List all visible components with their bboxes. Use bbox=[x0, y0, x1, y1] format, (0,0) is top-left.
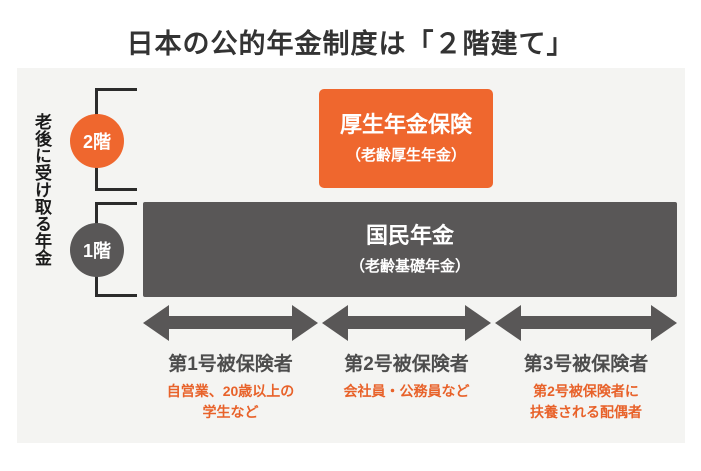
category-3-section: 第3号被保険者 第2号被保険者に 扶養される配偶者 bbox=[495, 305, 677, 423]
category-3-desc-line-2: 扶養される配偶者 bbox=[530, 404, 642, 420]
diagram-panel: 老後に受け取る年金 2階 1階 厚生年金保険 （老齢厚生年金） 国民年金 （老齢… bbox=[17, 68, 685, 443]
arrow-bar bbox=[161, 316, 300, 329]
category-1-description: 自営業、20歳以上の 学生など bbox=[167, 381, 295, 423]
category-3-description: 第2号被保険者に 扶養される配偶者 bbox=[530, 381, 642, 423]
category-1-desc-line-1: 自営業、20歳以上の bbox=[166, 383, 295, 399]
category-1-section: 第1号被保険者 自営業、20歳以上の 学生など bbox=[143, 305, 318, 423]
employee-pension-subtitle: （老齢厚生年金） bbox=[345, 147, 466, 165]
arrow-right-head-icon bbox=[292, 305, 318, 341]
employee-pension-title: 厚生年金保険 bbox=[339, 111, 472, 137]
national-pension-title: 国民年金 bbox=[365, 222, 454, 248]
arrow-bar bbox=[340, 316, 473, 329]
second-floor-badge: 2階 bbox=[70, 114, 124, 168]
double-arrow-icon bbox=[322, 305, 491, 341]
category-1-desc-line-2: 学生など bbox=[202, 404, 259, 420]
category-2-label: 第2号被保険者 bbox=[344, 354, 469, 375]
page-title: 日本の公的年金制度は「２階建て」 bbox=[126, 29, 575, 59]
arrow-bar bbox=[513, 316, 659, 329]
category-1-label: 第1号被保険者 bbox=[168, 354, 293, 375]
category-2-desc-line-1: 会社員・公務員など bbox=[343, 383, 470, 399]
arrow-right-head-icon bbox=[651, 305, 677, 341]
category-2-description: 会社員・公務員など bbox=[344, 381, 470, 402]
first-floor-badge: 1階 bbox=[70, 223, 124, 277]
side-axis-label: 老後に受け取る年金 bbox=[32, 113, 51, 266]
national-pension-box: 国民年金 （老齢基礎年金） bbox=[143, 202, 677, 297]
arrow-right-head-icon bbox=[465, 305, 491, 341]
double-arrow-icon bbox=[495, 305, 677, 341]
national-pension-subtitle: （老齢基礎年金） bbox=[349, 258, 470, 276]
category-2-section: 第2号被保険者 会社員・公務員など bbox=[322, 305, 491, 402]
employee-pension-box: 厚生年金保険 （老齢厚生年金） bbox=[319, 89, 493, 188]
double-arrow-icon bbox=[143, 305, 318, 341]
category-3-desc-line-1: 第2号被保険者に bbox=[533, 383, 639, 399]
category-3-label: 第3号被保険者 bbox=[523, 354, 649, 375]
